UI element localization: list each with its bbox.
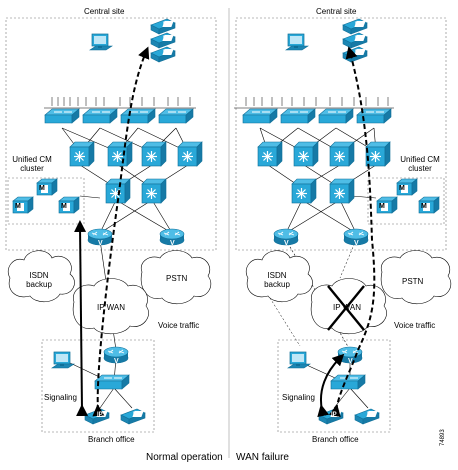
v-glyph: V [348, 358, 353, 365]
left-port-ticks [51, 97, 191, 106]
ip-glyph: IP [331, 412, 337, 418]
distribution-switch-icon [69, 141, 95, 167]
isdn-cloud [7, 250, 75, 303]
isdn-cloud [245, 250, 313, 303]
ip-glyph: IP [97, 412, 103, 418]
access-switch-icon [158, 108, 194, 124]
ip-glyph: IP [355, 22, 361, 28]
left-ipwan-label: IP WAN [97, 303, 126, 312]
right-panel [234, 17, 452, 433]
central-site-boundary [235, 17, 447, 251]
distribution-switch-icon [365, 141, 391, 167]
right-cluster-label: Unified CM cluster [400, 155, 440, 173]
left-branch-office-label: Branch office [88, 435, 135, 444]
left-caption: Normal operation [146, 452, 223, 463]
right-caption: WAN failure [236, 452, 289, 463]
left-signaling-path [74, 220, 89, 417]
ip-glyph: IP [355, 36, 361, 42]
central-site-boundary [5, 17, 217, 251]
right-central-site-label: Central site [316, 7, 357, 16]
isdn-backup-link [269, 297, 301, 347]
access-switch-icon [44, 108, 80, 124]
access-switch-icon [242, 108, 278, 124]
left-central-site-label: Central site [84, 7, 125, 16]
pstn-cloud [380, 250, 452, 305]
right-voice-traffic-label: Voice traffic [394, 321, 436, 330]
ip-glyph: IP [163, 50, 169, 56]
left-voice-traffic-label: Voice traffic [158, 321, 200, 330]
access-switch-icon [318, 108, 354, 124]
central-pc-icon [285, 33, 309, 51]
distribution-switch-icon [141, 141, 167, 167]
distribution-switch-icon [107, 141, 133, 167]
v-glyphs: V V V V V V [98, 240, 359, 365]
m-glyph: M [399, 185, 405, 192]
distribution-switch-icon [177, 141, 203, 167]
figure-id: 74893 [440, 429, 446, 446]
left-signaling-label: Signaling [44, 393, 77, 402]
v-glyph: V [354, 240, 359, 247]
core-switch-icon [329, 178, 355, 204]
right-port-ticks [245, 97, 389, 106]
left-pstn-label: PSTN [166, 274, 188, 283]
ip-glyph: IP [133, 412, 139, 418]
access-switch-icon [120, 108, 156, 124]
pstn-cloud [140, 250, 212, 305]
left-cluster-label: Unified CM cluster [12, 155, 52, 173]
access-switch-icon [82, 108, 118, 124]
v-glyph: V [284, 240, 289, 247]
distribution-switch-icon [329, 141, 355, 167]
core-switch-icon [291, 178, 317, 204]
access-switch-icon [280, 108, 316, 124]
m-glyphs: M M M M M M [15, 185, 427, 210]
device-glyphs: IP IP IP IP IP IP IP IP IP IP [97, 22, 373, 418]
m-glyph: M [379, 203, 385, 210]
right-pstn-label: PSTN [402, 277, 424, 286]
ip-glyph: IP [163, 22, 169, 28]
cluster-boundary [7, 177, 85, 225]
ip-glyph: IP [367, 412, 373, 418]
branch-switch-icon [94, 374, 130, 390]
right-branch-office-label: Branch office [312, 435, 359, 444]
cluster-boundary [367, 177, 445, 225]
right-signaling-label: Signaling [282, 393, 315, 402]
m-glyph: M [15, 203, 21, 210]
v-glyph: V [170, 240, 175, 247]
right-ipwan-label: IP WAN [333, 303, 362, 312]
core-switch-icon [141, 178, 167, 204]
left-voice-path [92, 46, 150, 417]
central-pc-icon [89, 33, 113, 51]
branch-pc-icon [51, 351, 75, 369]
m-glyph: M [39, 185, 45, 192]
v-glyph: V [98, 240, 103, 247]
branch-pc-icon [287, 351, 311, 369]
ip-glyph: IP [163, 36, 169, 42]
distribution-switch-icon [257, 141, 283, 167]
ip-glyph: IP [355, 50, 361, 56]
left-panel [5, 17, 217, 433]
left-isdn-label: ISDN backup [26, 271, 52, 289]
m-glyph: M [61, 203, 67, 210]
right-isdn-label: ISDN backup [264, 271, 290, 289]
distribution-switch-icon [293, 141, 319, 167]
v-glyph: V [114, 358, 119, 365]
m-glyph: M [421, 203, 427, 210]
